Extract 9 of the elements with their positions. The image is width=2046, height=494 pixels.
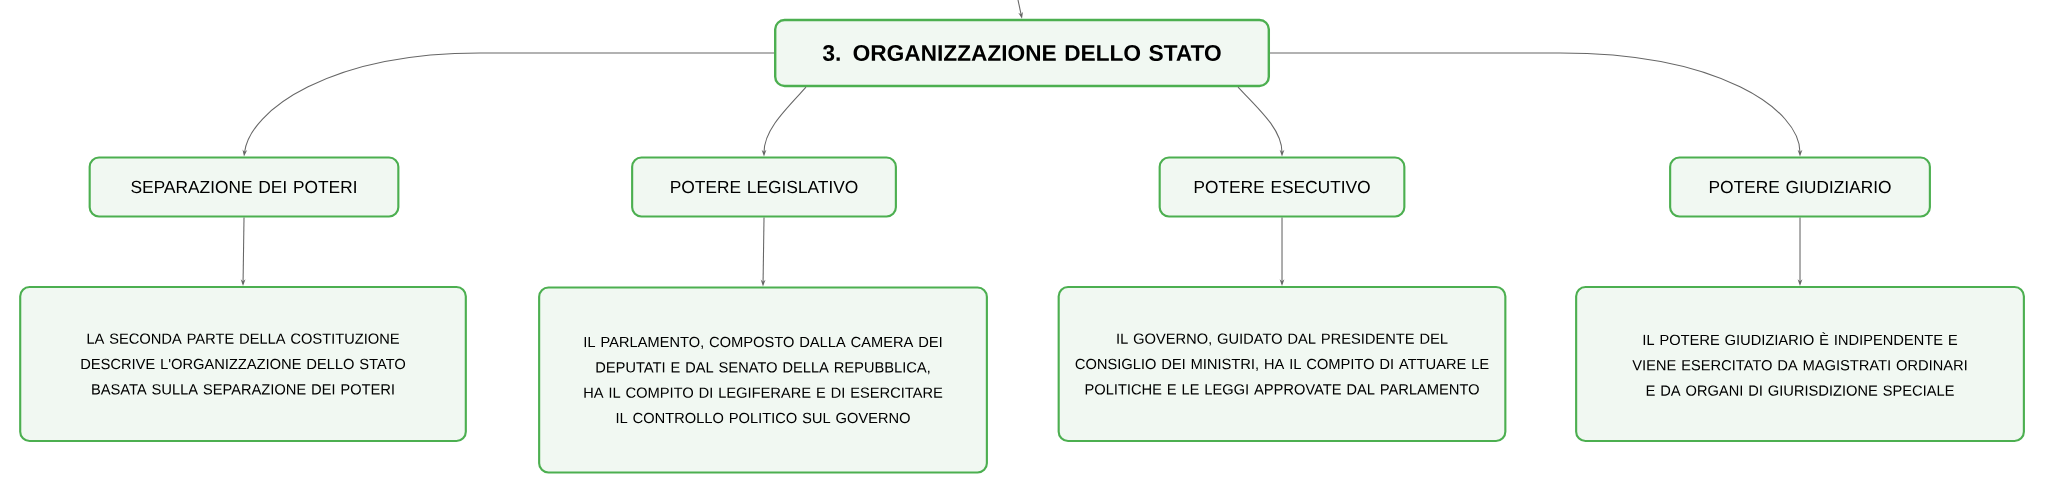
topic-box: POTERE ESECUTIVO — [1158, 156, 1406, 218]
topic-box: POTERE GIUDIZIARIO — [1669, 156, 1931, 218]
root-box: 3. ORGANIZZAZIONE DELLO STATO — [774, 18, 1270, 88]
description-box: IL POTERE GIUDIZIARIO È INDIPENDENTE E VIENE ESERCITATO DA MAGISTRATI ORDINARI E DA ORGANI DI GIURISDIZIONE SPECIALE — [1575, 285, 2025, 443]
description-box: LA SECONDA PARTE DELLA COSTITUZIONE DESCRIVE L'ORGANIZZAZIONE DELLO STATO BASATA SULLA SEPARAZIONE DEI POTERI — [19, 285, 467, 443]
description-box: IL GOVERNO, GUIDATO DAL PRESIDENTE DEL CONSIGLIO DEI MINISTRI, HA IL COMPITO DI ATTUARE LE POLITICHE E LE LEGGI APPROVATE DAL PARLAMENTO — [1057, 285, 1507, 443]
topic-box: POTERE LEGISLATIVO — [631, 156, 897, 218]
topic-box: SEPARAZIONE DEI POTERI — [88, 156, 400, 218]
description-box: IL PARLAMENTO, COMPOSTO DALLA CAMERA DEI DEPUTATI E DAL SENATO DELLA REPUBBLICA, HA IL COMPITO DI LEGIFERARE E DI ESERCITARE IL CONTROLLO POLITICO SUL GOVERNO — [538, 286, 988, 474]
